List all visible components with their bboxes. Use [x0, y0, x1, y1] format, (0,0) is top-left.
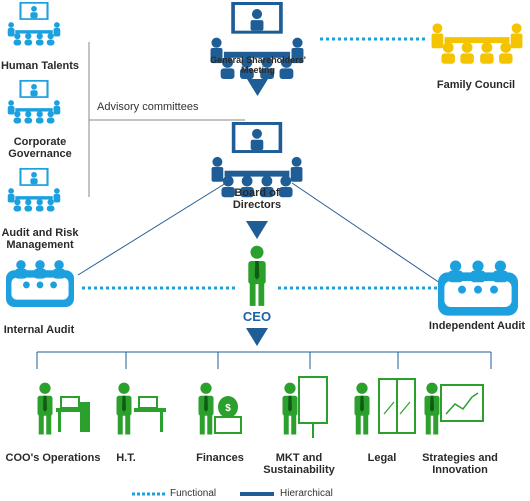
shareholders-to-board-arrow [247, 79, 268, 96]
internal-audit-label: Internal Audit [3, 324, 75, 336]
ceo-label: CEO [242, 309, 272, 324]
dept-finances-icon: $ [198, 382, 242, 435]
right-diagonal-line [291, 182, 441, 284]
dept-finances-label: Finances [196, 452, 244, 464]
human-talents-meeting-icon [7, 2, 61, 46]
dept-ht-label: H.T. [116, 452, 136, 464]
independent-audit-meeting-icon [438, 260, 518, 316]
dept-coo-operations-label: COO's Operations [5, 452, 101, 464]
dept-strategies-label: Strategies and Innovation [422, 452, 498, 476]
independent-audit-label: Independent Audit [428, 320, 526, 332]
family-council-meeting-icon [431, 23, 523, 64]
board-to-ceo-arrow [246, 221, 268, 239]
svg-text:$: $ [225, 403, 231, 414]
dept-legal-label: Legal [367, 452, 397, 464]
shareholders-label: General Shareholders' Meeting [210, 55, 306, 75]
dept-coo-operations-icon [37, 382, 90, 435]
dept-mkt-icon [282, 376, 328, 438]
ceo-person-icon [248, 245, 266, 306]
board-meeting-icon [211, 122, 303, 198]
legend-functional-label: Functional [170, 488, 217, 499]
corporate-governance-label: Corporate Governance [8, 136, 72, 160]
legend-hierarchical-label: Hierarchical [280, 488, 333, 499]
dept-strategies-icon [424, 382, 484, 435]
dept-ht-icon [116, 382, 166, 435]
shareholders-meeting-icon [210, 2, 304, 79]
corporate-governance-meeting-icon [7, 80, 61, 124]
human-talents-label: Human Talents [0, 60, 80, 72]
advisory-committees-title: Advisory committees [97, 101, 199, 113]
family-council-label: Family Council [436, 79, 516, 91]
audit-risk-label: Audit and Risk Management [1, 227, 79, 251]
ceo-to-departments-arrow [246, 328, 268, 346]
left-diagonal-line [77, 182, 227, 276]
audit-risk-meeting-icon [7, 168, 61, 212]
board-label: Board of Directors [232, 187, 282, 211]
internal-audit-meeting-icon [6, 260, 74, 307]
dept-mkt-label: MKT and Sustainability [263, 452, 335, 476]
dept-legal-icon [354, 378, 416, 435]
